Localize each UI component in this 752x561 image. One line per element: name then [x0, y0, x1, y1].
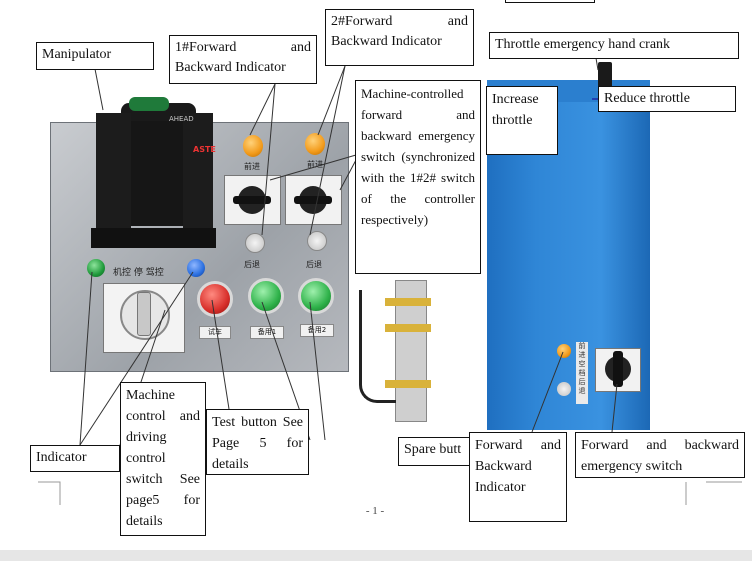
label-indicator-2: 2#Forward and Backward Indicator: [325, 9, 474, 66]
indicator-2-led: [305, 133, 325, 155]
cabinet-label-strip: 前进 空档 后退: [576, 342, 588, 404]
label-machine-control: Machine control and driving control swit…: [120, 382, 206, 536]
test-plate: 试车: [199, 326, 231, 339]
top-cutoff-box: [505, 0, 595, 3]
cabinet-backward-label: 后退: [578, 378, 586, 395]
spare2-plate: 备用2: [300, 324, 334, 337]
label-indicator-1: 1#Forward and Backward Indicator: [169, 35, 317, 84]
label-machine-switch: Machine-controlled forward and backward …: [355, 80, 481, 274]
spare1-plate: 备用1: [250, 326, 284, 339]
cabinet-neutral-label: 空档: [578, 360, 586, 377]
page-number: - 1 -: [365, 505, 385, 517]
mode-label: 机控 停 驾控: [113, 268, 164, 278]
spare-button-2[interactable]: [298, 278, 334, 314]
backward-led-2: [307, 231, 327, 251]
indicator-1-led: [243, 135, 263, 157]
backward-label-1: 后退: [244, 260, 260, 269]
label-fb-indicator: Forward and Backward Indicator: [469, 432, 567, 522]
footer-bar: [0, 550, 752, 561]
emergency-switch-1[interactable]: [224, 175, 281, 225]
label-increase-throttle: Increase throttle: [486, 86, 558, 155]
machine-control-switch[interactable]: [103, 283, 185, 353]
forward-label-2: 前进: [307, 160, 323, 169]
backward-led-1: [245, 233, 265, 253]
label-indicator: Indicator: [30, 445, 120, 472]
astern-label: ASTE: [193, 145, 216, 154]
cabinet-indicator-led: [557, 344, 571, 358]
manipulator-body: AHEAD ASTE: [91, 97, 216, 248]
ahead-label: AHEAD: [169, 115, 194, 123]
cabinet-neutral-led: [557, 382, 571, 396]
label-fb-switch: Forward and backward emergency switch: [575, 432, 745, 478]
throttle-crank: [598, 62, 612, 88]
cabinet-forward-label: 前进: [578, 342, 586, 359]
label-test-button: Test button See Page 5 for details: [206, 409, 309, 475]
label-manipulator: Manipulator: [36, 42, 154, 70]
label-reduce-throttle: Reduce throttle: [598, 86, 736, 112]
label-spare-button: Spare butt: [398, 437, 472, 466]
backward-label-2: 后退: [306, 260, 322, 269]
blue-indicator-led: [187, 259, 205, 277]
terminal-wiring: [355, 280, 435, 425]
test-button[interactable]: [197, 281, 233, 317]
label-throttle-crank: Throttle emergency hand crank: [489, 32, 739, 59]
forward-label-1: 前进: [244, 162, 260, 171]
control-panel: AHEAD ASTE 前进 前进 后退 后退 机控 停 驾控 试车 备用1 备用…: [50, 97, 349, 372]
cabinet-emergency-switch[interactable]: [595, 348, 641, 392]
